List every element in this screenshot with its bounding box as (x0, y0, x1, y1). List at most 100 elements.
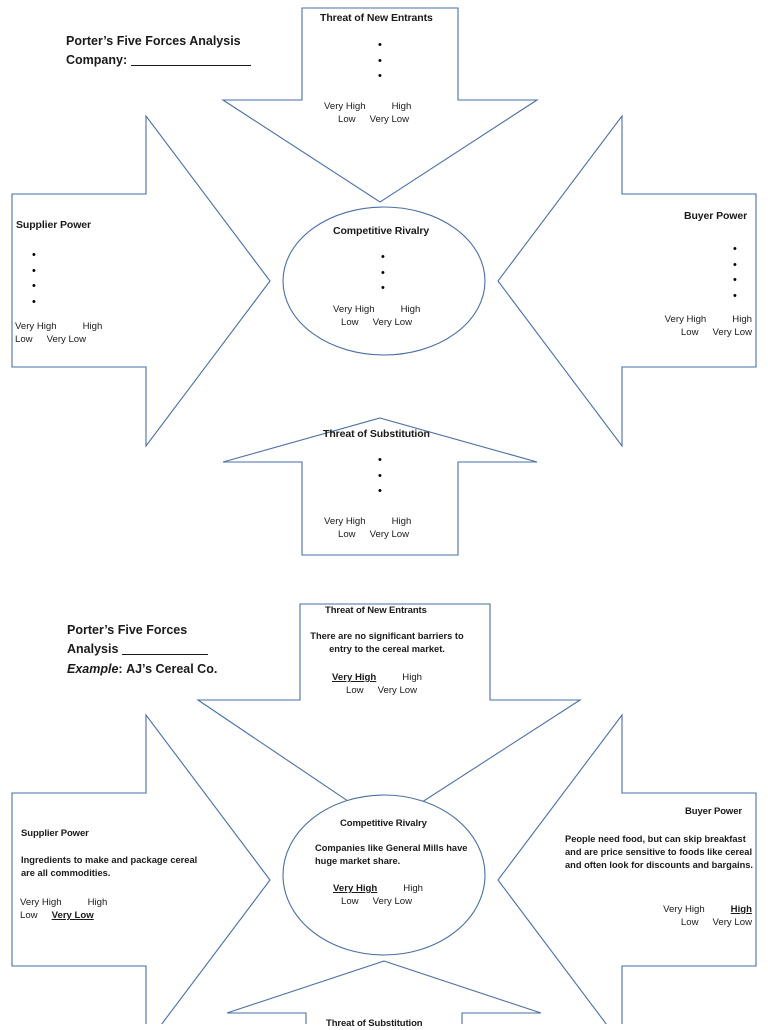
example-colon: : (118, 661, 123, 676)
heading-threat-new-entrants: Threat of New Entrants (325, 605, 427, 616)
heading-competitive-rivalry: Competitive Rivalry (333, 225, 430, 237)
rating-supplier-power[interactable]: Very High High Low Very Low (15, 320, 102, 346)
worksheet-title-line1: Porter’s Five Forces (67, 623, 188, 637)
rating-high[interactable]: High (403, 883, 423, 894)
rating-competitive-rivalry[interactable]: Very High High Low Very Low (333, 882, 423, 908)
ellipse-competitive-rivalry (282, 794, 486, 956)
five-forces-arrows-blank (11, 7, 757, 556)
rating-very-high[interactable]: Very High (332, 672, 377, 683)
rating-high[interactable]: High (730, 904, 752, 915)
heading-supplier-power: Supplier Power (21, 828, 89, 839)
arrow-threat-substitution (226, 960, 542, 1024)
rating-row-bottom: Low Very Low (333, 895, 423, 908)
rating-row-bottom: Low Very Low (324, 528, 411, 541)
rating-buyer-power[interactable]: Very High High Low Very Low (622, 903, 752, 929)
rating-very-low[interactable]: Very Low (712, 917, 752, 929)
rating-low[interactable]: Low (341, 896, 359, 908)
rating-supplier-power[interactable]: Very High High Low Very Low (20, 896, 107, 922)
rating-low[interactable]: Low (346, 685, 364, 697)
worksheet-title-line1: Porter’s Five Forces Analysis (66, 34, 241, 48)
arrow-supplier-power (11, 713, 271, 1024)
list-item (378, 484, 382, 500)
worksheet-example-line: Example: AJ’s Cereal Co. (67, 660, 217, 679)
rating-row-top: Very High High (324, 100, 411, 113)
rating-high[interactable]: High (732, 314, 752, 325)
rating-row-bottom: Low Very Low (624, 326, 752, 339)
rating-very-low[interactable]: Very Low (372, 896, 413, 908)
arrow-supplier-power (11, 114, 271, 448)
rating-high[interactable]: High (402, 672, 422, 683)
rating-very-low[interactable]: Very Low (712, 327, 752, 339)
heading-threat-substitution: Threat of Substitution (326, 1018, 423, 1029)
rating-very-high[interactable]: Very High (664, 314, 707, 325)
company-label: Company: (66, 53, 128, 68)
list-item (733, 289, 737, 305)
rating-low[interactable]: Low (20, 910, 38, 922)
five-forces-diagram-example: Porter’s Five Forces Analysis Example: A… (0, 590, 768, 1029)
rating-very-low[interactable]: Very Low (369, 529, 410, 541)
bullets-threat-substitution (378, 453, 382, 500)
rating-high[interactable]: High (391, 516, 412, 527)
rating-competitive-rivalry[interactable]: Very High High Low Very Low (333, 303, 420, 329)
rating-row-bottom: Low Very Low (15, 333, 102, 346)
rating-low[interactable]: Low (15, 334, 33, 346)
rating-very-high[interactable]: Very High (20, 897, 62, 908)
rating-low[interactable]: Low (341, 317, 359, 329)
rating-very-high[interactable]: Very High (324, 101, 366, 112)
arrow-threat-new-entrants (196, 603, 582, 827)
rating-very-low[interactable]: Very Low (377, 685, 418, 697)
bullets-threat-new-entrants (378, 38, 382, 85)
rating-low[interactable]: Low (338, 529, 356, 541)
bullets-competitive-rivalry (381, 250, 385, 297)
five-forces-arrows-example (11, 603, 757, 1024)
arrow-buyer-power (497, 713, 757, 1024)
list-item (381, 281, 385, 297)
rating-threat-substitution[interactable]: Very High High Low Very Low (324, 515, 411, 541)
rating-row-bottom: Low Very Low (20, 909, 107, 922)
heading-threat-substitution: Threat of Substitution (323, 428, 430, 440)
rating-very-low[interactable]: Very Low (369, 114, 410, 126)
rating-row-bottom: Low Very Low (324, 113, 411, 126)
rating-row-top: Very High High (333, 303, 420, 316)
heading-buyer-power: Buyer Power (685, 806, 742, 817)
example-company-name: AJ’s Cereal Co. (126, 661, 218, 676)
rating-very-low[interactable]: Very Low (372, 317, 413, 329)
rating-row-top: Very High High (15, 320, 102, 333)
rating-very-high[interactable]: Very High (333, 883, 378, 894)
rating-very-low[interactable]: Very Low (51, 910, 94, 922)
rating-row-bottom: Low Very Low (622, 916, 752, 929)
analysis-blank[interactable] (121, 643, 208, 656)
heading-competitive-rivalry: Competitive Rivalry (340, 818, 427, 829)
rating-very-high[interactable]: Very High (663, 904, 705, 915)
rating-low[interactable]: Low (680, 917, 699, 929)
rating-row-bottom: Low Very Low (333, 316, 420, 329)
list-item (378, 469, 382, 485)
rating-high[interactable]: High (391, 101, 412, 112)
list-item (381, 266, 385, 282)
example-label: Example (67, 661, 119, 676)
rating-very-low[interactable]: Very Low (46, 334, 87, 346)
worksheet-analysis-line: Analysis (67, 640, 217, 659)
rating-high[interactable]: High (400, 304, 421, 315)
rating-row-top: Very High High (622, 903, 752, 916)
rating-low[interactable]: Low (338, 114, 356, 126)
rating-buyer-power[interactable]: Very High High Low Very Low (624, 313, 752, 339)
body-threat-new-entrants: There are no significant barriers to ent… (310, 631, 464, 655)
company-name-blank[interactable] (130, 54, 251, 67)
heading-supplier-power: Supplier Power (16, 219, 92, 231)
list-item (32, 295, 36, 311)
rating-very-high[interactable]: Very High (324, 516, 366, 527)
rating-high[interactable]: High (87, 897, 108, 908)
rating-high[interactable]: High (82, 321, 103, 332)
worksheet-title-example: Porter’s Five Forces Analysis Example: A… (67, 621, 217, 679)
worksheet-title-blank: Porter’s Five Forces Analysis Company: (66, 32, 251, 71)
rating-low[interactable]: Low (680, 327, 699, 339)
rating-very-high[interactable]: Very High (15, 321, 57, 332)
list-item (378, 38, 382, 54)
rating-threat-new-entrants[interactable]: Very High High Low Very Low (332, 671, 422, 697)
rating-threat-new-entrants[interactable]: Very High High Low Very Low (324, 100, 411, 126)
rating-very-high[interactable]: Very High (333, 304, 375, 315)
rating-row-top: Very High High (20, 896, 107, 909)
rating-row-top: Very High High (333, 882, 423, 895)
